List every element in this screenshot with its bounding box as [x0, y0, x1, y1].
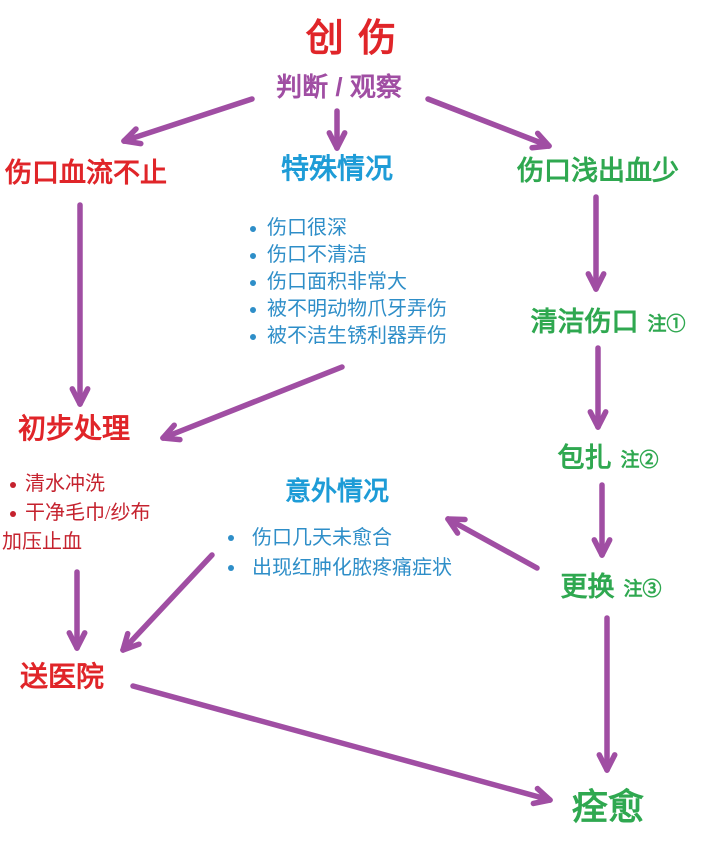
- bullet-icon: [228, 565, 234, 571]
- clean-wound-label: 清洁伤口: [530, 307, 639, 337]
- arrow-judge-to-shallow-wound: [425, 96, 552, 151]
- special-cases-list: 伤口很深 伤口不清洁 伤口面积非常大 被不明动物爪牙弄伤 被不洁生锈利器弄伤: [250, 215, 447, 350]
- arrow-first-aid-to-hospital: [66, 569, 88, 651]
- arrow-replace-to-accident-cases: [445, 516, 540, 571]
- arrow-accident-cases-to-hospital: [120, 552, 215, 653]
- list-item-label: 出现红肿化脓疼痛症状: [252, 556, 452, 579]
- arrow-special-cases-to-first-aid: [160, 364, 345, 443]
- node-hospital: 送医院: [20, 661, 105, 692]
- list-item-label: 被不明动物爪牙弄伤: [267, 298, 447, 320]
- arrow-clean-wound-to-bandage: [587, 345, 609, 430]
- list-item: 加压止血: [2, 528, 151, 557]
- bandage-label: 包扎: [557, 443, 612, 473]
- bullet-icon: [250, 333, 256, 340]
- bullet-icon: [10, 481, 16, 488]
- list-item-label: 伤口不清洁: [267, 244, 367, 266]
- diagram-title: 创 伤: [305, 18, 399, 60]
- bullet-icon: [228, 535, 234, 541]
- list-item-label: 干净毛巾/纱布: [25, 502, 151, 524]
- list-item-label: 加压止血: [2, 531, 82, 553]
- arrow-hospital-to-recovered: [130, 683, 553, 807]
- bullet-icon: [10, 510, 16, 517]
- node-clean-wound: 清洁伤口 注①: [530, 307, 685, 338]
- list-item-label: 被不洁生锈利器弄伤: [267, 325, 447, 347]
- arrow-judge-to-special-cases: [326, 108, 348, 151]
- list-item-label: 伤口面积非常大: [267, 271, 407, 293]
- list-item-label: 伤口几天未愈合: [252, 526, 392, 549]
- list-item: 被不明动物爪牙弄伤: [250, 296, 447, 323]
- list-item: 伤口很深: [250, 215, 447, 242]
- bullet-icon: [250, 252, 256, 259]
- bullet-icon: [250, 225, 256, 232]
- bullet-icon: [250, 279, 256, 286]
- bandage-note: 注②: [620, 450, 659, 472]
- node-wound-bleeding: 伤口血流不止: [5, 158, 167, 188]
- replace-note: 注③: [623, 579, 662, 601]
- node-replace: 更换 注③: [560, 572, 661, 603]
- arrow-wound-bleeding-to-first-aid: [69, 202, 91, 407]
- node-special-cases-heading: 特殊情况: [280, 153, 394, 184]
- list-item: 出现红肿化脓疼痛症状: [228, 553, 452, 583]
- list-item: 干净毛巾/纱布: [2, 499, 151, 528]
- accident-cases-list: 伤口几天未愈合 出现红肿化脓疼痛症状: [228, 523, 452, 583]
- list-item: 清水冲洗: [2, 470, 151, 499]
- node-recovered: 痊愈: [571, 786, 645, 827]
- arrow-bandage-to-replace: [591, 482, 613, 558]
- list-item: 伤口面积非常大: [250, 269, 447, 296]
- node-bandage: 包扎 注②: [557, 443, 658, 474]
- node-shallow-wound: 伤口浅出血少: [517, 156, 679, 186]
- node-accident-cases-heading: 意外情况: [284, 476, 390, 506]
- bullet-icon: [250, 306, 256, 313]
- node-judge-observe: 判断 / 观察: [276, 72, 402, 102]
- node-first-aid-heading: 初步处理: [18, 413, 131, 444]
- list-item-label: 清水冲洗: [25, 473, 105, 495]
- list-item-label: 伤口很深: [267, 217, 347, 239]
- replace-label: 更换: [560, 572, 615, 602]
- list-item: 被不洁生锈利器弄伤: [250, 323, 447, 350]
- arrow-judge-to-wound-bleeding: [121, 96, 255, 147]
- first-aid-list: 清水冲洗 干净毛巾/纱布 加压止血: [2, 470, 151, 557]
- arrow-replace-to-recovered: [596, 615, 618, 773]
- arrow-shallow-wound-to-clean-wound: [585, 194, 607, 292]
- clean-wound-note: 注①: [647, 314, 686, 336]
- list-item: 伤口几天未愈合: [228, 523, 452, 553]
- list-item: 伤口不清洁: [250, 242, 447, 269]
